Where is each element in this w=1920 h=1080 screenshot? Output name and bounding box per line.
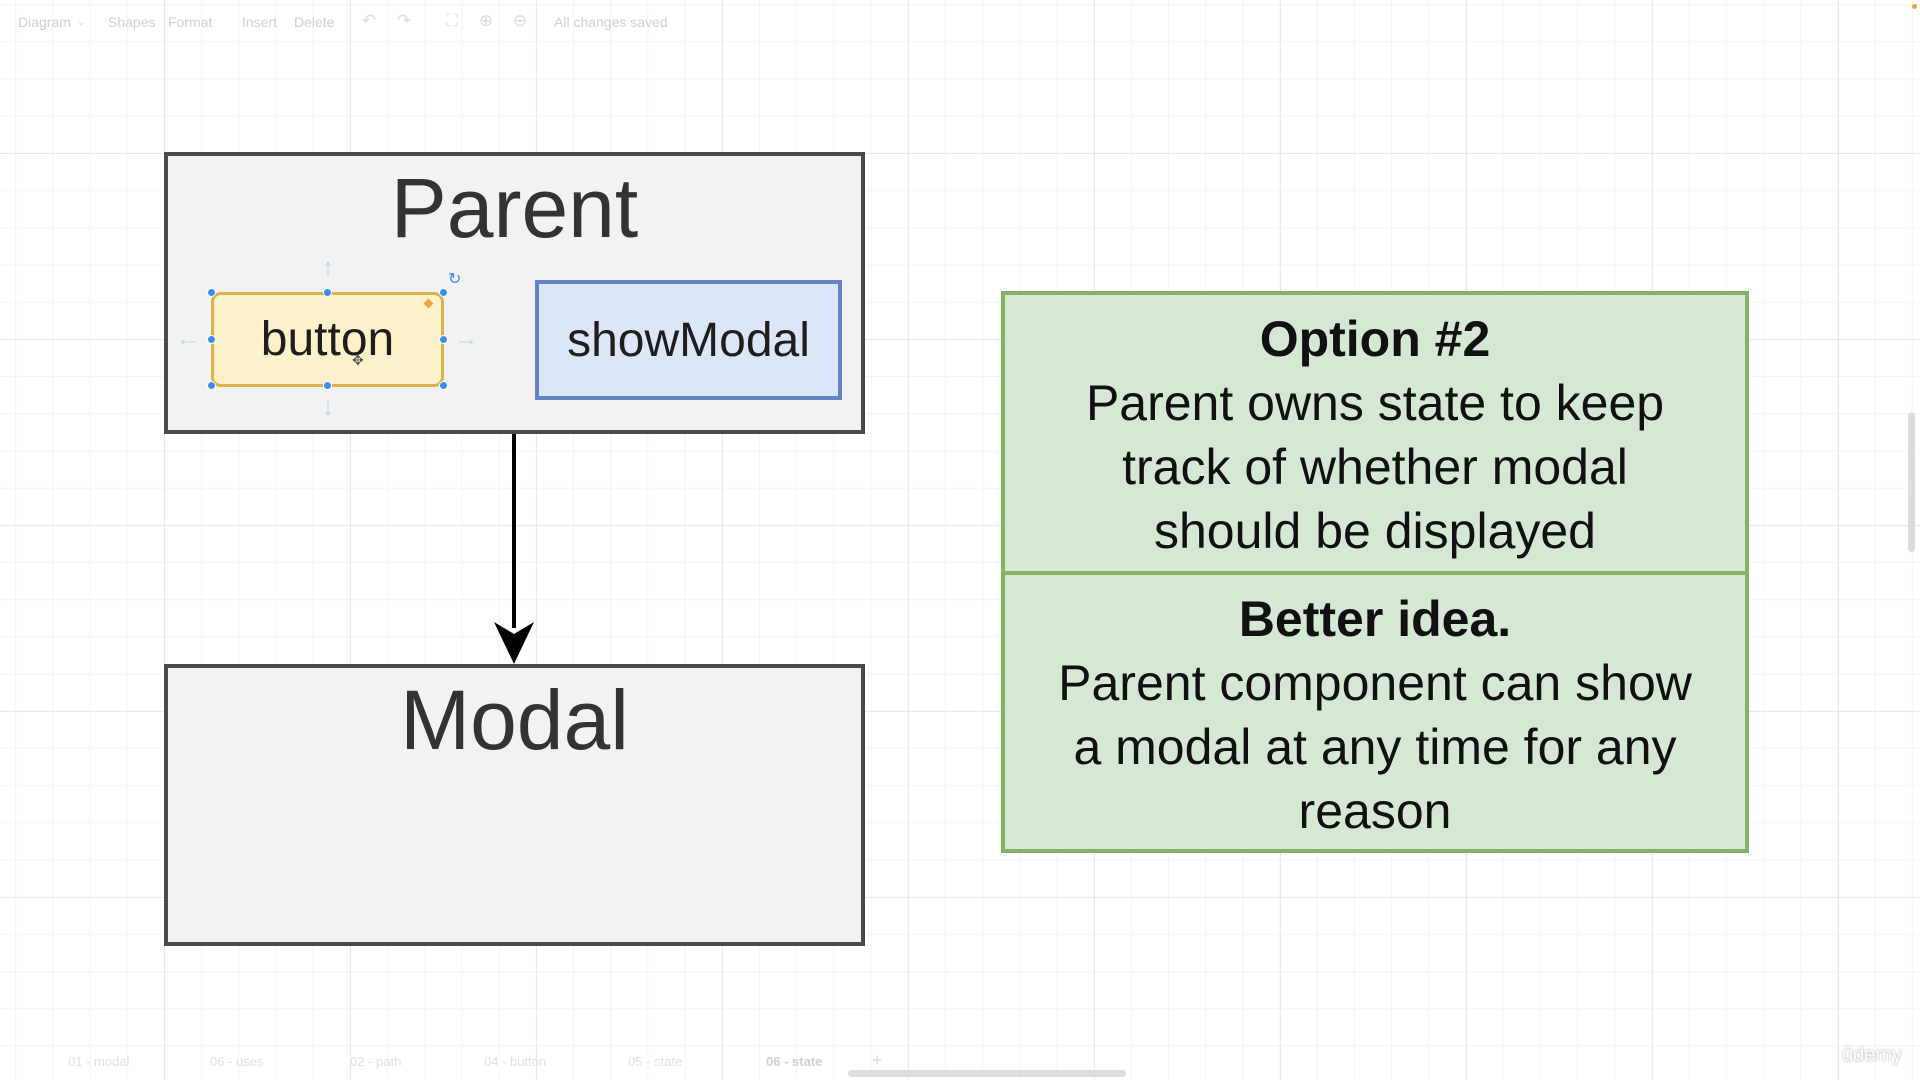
verdict-reason-line: a modal at any time for any [1073,719,1677,775]
undo-icon[interactable]: ↶ [361,11,377,30]
verdict-section: Better idea. Parent component can show a… [1005,587,1745,843]
resize-handle-top[interactable] [323,288,332,297]
modal-component-box[interactable]: Modal [164,664,865,946]
page-tab[interactable]: 01 - modal [68,1054,130,1069]
option-divider [1005,571,1745,575]
option-description-line: should be displayed [1154,503,1596,559]
connect-arrow-right-icon[interactable]: → [454,325,478,352]
option-heading: Option #2 [1259,311,1491,367]
vertical-scrollbar[interactable] [1908,412,1915,552]
save-status: All changes saved [554,14,668,30]
chevron-down-icon: ⌄ [76,17,86,28]
resize-handle-bottom-right[interactable] [439,381,448,390]
button-shape[interactable]: button [211,292,444,387]
resize-handle-top-left[interactable] [207,288,216,297]
zoom-out-icon[interactable]: ⊖ [512,11,528,30]
page-tab[interactable]: 02 - path [350,1054,402,1069]
zoom-in-icon[interactable]: ⊕ [478,11,494,30]
add-page-icon[interactable]: + [872,1050,883,1070]
option-section: Option #2 Parent owns state to keep trac… [1005,307,1745,563]
page-tab-active[interactable]: 06 - state [766,1054,823,1069]
option-description-line: Parent owns state to keep [1085,375,1665,431]
insert-button[interactable]: Insert [242,14,278,30]
show-modal-shape[interactable]: showModal [535,280,842,400]
parent-title: Parent [390,161,639,255]
page-tabs: 01 - modal 06 - uses 02 - path 04 - butt… [0,1050,1920,1074]
modal-title: Modal [400,673,629,767]
resize-handle-right[interactable] [439,335,448,344]
redo-icon[interactable]: ↷ [396,11,412,30]
connect-arrow-down-icon[interactable]: ↓ [322,394,334,421]
diagram-menu[interactable]: Diagram [18,14,71,30]
resize-handle-bottom-left[interactable] [207,381,216,390]
connect-arrow-left-icon[interactable]: ← [176,325,200,352]
verdict-reason-line: Parent component can show [1058,655,1692,711]
page-tab[interactable]: 04 - button [484,1054,547,1069]
format-button[interactable]: Format [168,14,213,30]
fullscreen-icon[interactable]: ⛶ [446,11,458,30]
delete-button[interactable]: Delete [294,14,335,30]
option-panel[interactable]: Option #2 Parent owns state to keep trac… [1001,291,1749,853]
watermark-logo: ûdemy [1842,1044,1903,1066]
rotate-icon[interactable]: ↻ [448,271,462,288]
page-tab[interactable]: 06 - uses [210,1054,264,1069]
resize-handle-top-right[interactable] [439,288,448,297]
move-cursor-icon: ✥ [352,352,364,368]
toolbar: Diagram ⌄ Shapes Format Insert Delete ↶ … [0,0,1920,46]
resize-handle-left[interactable] [207,335,216,344]
verdict-heading: Better idea. [1238,591,1512,647]
horizontal-scrollbar[interactable] [848,1070,1126,1077]
option-description-line: track of whether modal [1122,439,1628,495]
connect-arrow-up-icon[interactable]: ↑ [322,254,334,281]
shapes-button[interactable]: Shapes [108,14,156,30]
resize-handle-bottom[interactable] [323,381,332,390]
notification-dot [1912,4,1917,9]
verdict-reason-line: reason [1298,783,1452,839]
page-tab[interactable]: 05 - state [628,1054,683,1069]
